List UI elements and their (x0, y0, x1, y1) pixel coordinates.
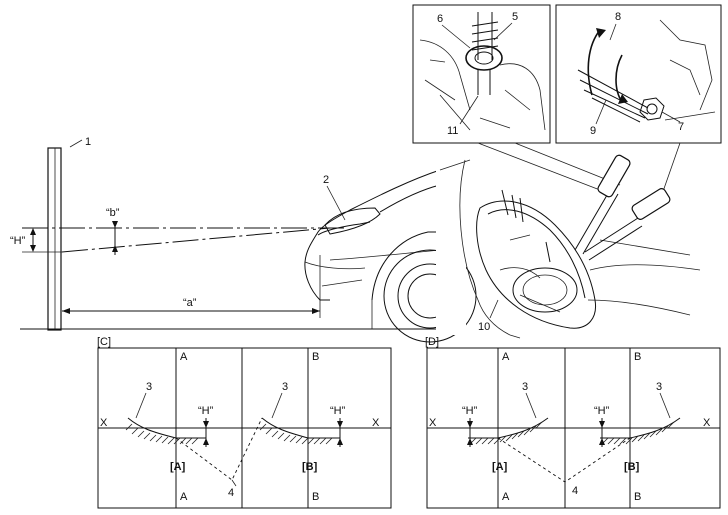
side-view: 1 “H” “b” “a” (10, 136, 477, 343)
callout-7: 7 (678, 121, 684, 133)
callout-10: 10 (478, 321, 490, 333)
h-marker-right: “H” (330, 405, 346, 417)
callout-5: 5 (512, 11, 518, 23)
axis-a-top: A (502, 351, 510, 363)
axis-a-bottom: A (180, 491, 188, 503)
dim-b-label: “b” (106, 207, 120, 219)
callout-8: 8 (615, 11, 621, 23)
label-3-left: 3 (146, 381, 152, 393)
h-marker-left: “H” (198, 405, 214, 417)
inset-horizontal-adjuster: 8 9 7 (555, 4, 722, 144)
callout-1: 1 (85, 136, 91, 148)
aiming-screen (47, 147, 62, 331)
panel-c-title: [C] (97, 336, 111, 348)
axis-x-right: X (703, 417, 711, 429)
panel-c: [C] A A B B X X 4 3 3 “H” “H” [A (97, 336, 392, 509)
panel-d: [D] A A B B X X 4 3 3 “H” “H” [A] (425, 336, 721, 509)
car-front (304, 160, 477, 343)
label-3-left: 3 (522, 381, 528, 393)
headlamp-assembly: 10 (439, 154, 701, 339)
spot-a-label: [A] (492, 461, 508, 473)
callout-2: 2 (323, 174, 329, 186)
dim-a-label: “a” (183, 297, 197, 309)
axis-b-top: B (634, 351, 641, 363)
axis-b-bottom: B (312, 491, 319, 503)
spot-b-label: [B] (624, 461, 640, 473)
label-4: 4 (572, 485, 578, 497)
callout-9: 9 (590, 125, 596, 137)
beam-inclined-line (61, 227, 331, 253)
axis-a-bottom: A (502, 491, 510, 503)
panel-d-title: [D] (425, 336, 439, 348)
label-4: 4 (228, 487, 234, 499)
dim-h-label: “H” (10, 235, 26, 247)
axis-x-right: X (372, 417, 380, 429)
axis-x-left: X (100, 417, 108, 429)
label-3-right: 3 (282, 381, 288, 393)
h-marker-left: “H” (462, 405, 478, 417)
axis-b-bottom: B (634, 491, 641, 503)
h-marker-right: “H” (594, 405, 610, 417)
label-3-right: 3 (656, 381, 662, 393)
callout-6: 6 (437, 13, 443, 25)
axis-x-left: X (429, 417, 437, 429)
inset-vertical-adjuster: 6 5 11 (412, 4, 551, 144)
axis-b-top: B (312, 351, 319, 363)
spot-a-label: [A] (170, 461, 186, 473)
axis-a-top: A (180, 351, 188, 363)
callout-11: 11 (447, 125, 458, 137)
spot-b-label: [B] (302, 461, 318, 473)
